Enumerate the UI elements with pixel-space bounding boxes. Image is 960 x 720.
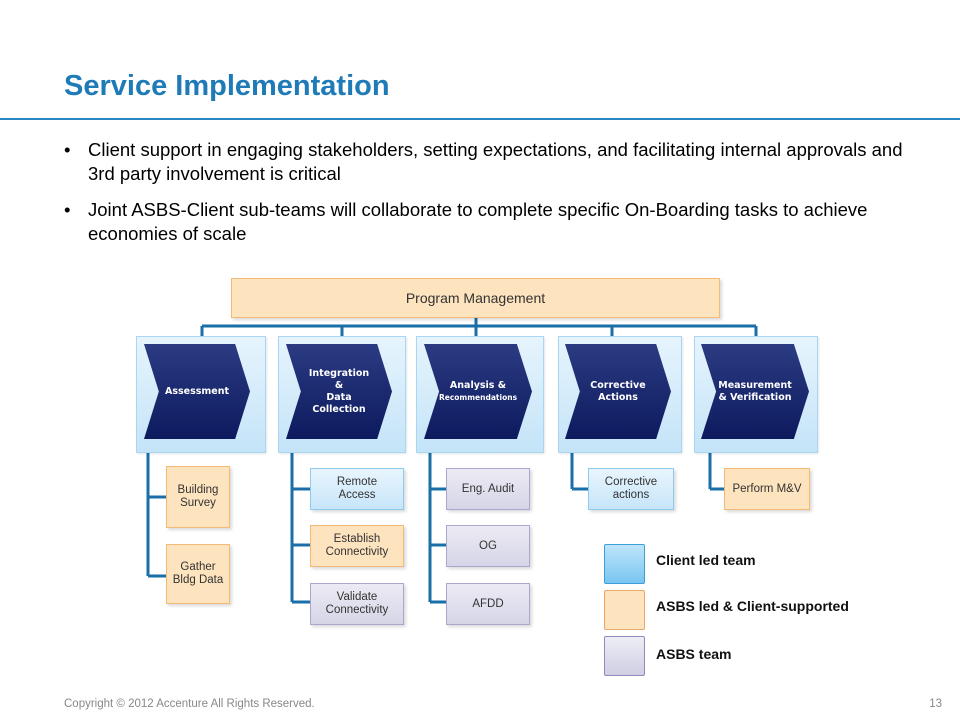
task-establish-connectivity: Establish Connectivity bbox=[310, 525, 404, 567]
phase-label: Measurement & Verification bbox=[718, 379, 792, 403]
task-og: OG bbox=[446, 525, 530, 567]
phase-chevron-integration: Integration & Data Collection bbox=[286, 344, 392, 439]
bullet-text: Joint ASBS-Client sub-teams will collabo… bbox=[88, 199, 868, 244]
task-remote-access: Remote Access bbox=[310, 468, 404, 510]
legend-swatch-asbs-client bbox=[604, 590, 645, 630]
legend-swatch-asbs bbox=[604, 636, 645, 676]
phase-chevron-measurement: Measurement & Verification bbox=[701, 344, 809, 439]
task-corrective-actions: Corrective actions bbox=[588, 468, 674, 510]
phase-label: Analysis &Recommendations bbox=[439, 380, 517, 404]
phase-chevron-corrective: Corrective Actions bbox=[565, 344, 671, 439]
task-building-survey: Building Survey bbox=[166, 466, 230, 528]
title-divider bbox=[0, 118, 960, 120]
legend-label-asbs: ASBS team bbox=[656, 646, 732, 662]
page-number: 13 bbox=[929, 698, 942, 710]
phase-label: Assessment bbox=[164, 385, 230, 397]
phase-label-sub: Recommendations bbox=[438, 392, 518, 402]
bullet-list: • Client support in engaging stakeholder… bbox=[64, 138, 924, 258]
task-perform-mv: Perform M&V bbox=[724, 468, 810, 510]
task-eng-audit: Eng. Audit bbox=[446, 468, 530, 510]
bullet-text: Client support in engaging stakeholders,… bbox=[88, 139, 903, 184]
bullet-item: • Joint ASBS-Client sub-teams will colla… bbox=[64, 198, 924, 246]
bullet-item: • Client support in engaging stakeholder… bbox=[64, 138, 924, 186]
program-management-box: Program Management bbox=[231, 278, 720, 318]
slide-title: Service Implementation bbox=[64, 70, 390, 102]
legend-label-asbs-client: ASBS led & Client-supported bbox=[656, 598, 849, 614]
legend-swatch-client bbox=[604, 544, 645, 584]
phase-label-main: Analysis & bbox=[449, 379, 507, 391]
phase-label: Integration & Data Collection bbox=[308, 367, 370, 415]
task-validate-connectivity: Validate Connectivity bbox=[310, 583, 404, 625]
task-gather-bldg-data: Gather Bldg Data bbox=[166, 544, 230, 604]
bullet-marker: • bbox=[64, 139, 71, 160]
copyright-footer: Copyright © 2012 Accenture All Rights Re… bbox=[64, 698, 315, 710]
task-afdd: AFDD bbox=[446, 583, 530, 625]
bullet-marker: • bbox=[64, 199, 71, 220]
phase-chevron-analysis: Analysis &Recommendations bbox=[424, 344, 532, 439]
legend-label-client: Client led team bbox=[656, 552, 756, 568]
phase-chevron-assessment: Assessment bbox=[144, 344, 250, 439]
phase-label: Corrective Actions bbox=[590, 379, 646, 403]
